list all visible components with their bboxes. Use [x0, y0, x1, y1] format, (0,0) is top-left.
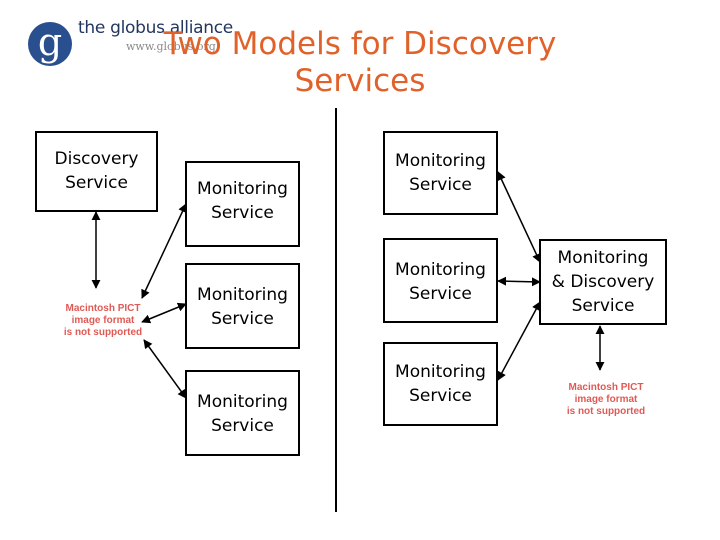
left-monitor-label-3: Monitoring Service — [197, 392, 288, 436]
discovery-service-box: Discovery Service — [35, 131, 158, 212]
arrow-pict-to-monitor-1 — [141, 203, 187, 299]
monitoring-discovery-label: Monitoring & Discovery Service — [551, 248, 655, 316]
right-monitor-box-1: Monitoring Service — [383, 131, 498, 215]
pict-placeholder-right: Macintosh PICT image format is not suppo… — [566, 382, 646, 417]
discovery-service-label: Discovery Service — [54, 149, 139, 193]
left-monitor-box-3: Monitoring Service — [185, 370, 300, 456]
slide-title: Two Models for Discovery Services — [163, 26, 557, 99]
left-monitor-label-1: Monitoring Service — [197, 179, 288, 223]
monitoring-discovery-service-box: Monitoring & Discovery Service — [539, 239, 667, 325]
arrow-monitor-1-to-combined — [497, 171, 541, 263]
globus-logo: g the globus alliance www.globus.org — [0, 0, 720, 80]
logo-url: www.globus.org — [126, 40, 216, 53]
arrow-pict-to-monitor-3 — [143, 339, 187, 399]
arrow-monitor-3-to-combined — [497, 301, 541, 381]
logo-name: the globus alliance — [78, 18, 233, 38]
right-monitor-box-2: Monitoring Service — [383, 238, 498, 323]
globus-g-icon: g — [28, 22, 72, 66]
right-monitor-label-1: Monitoring Service — [395, 151, 486, 195]
right-monitor-label-3: Monitoring Service — [395, 362, 486, 406]
right-monitor-box-3: Monitoring Service — [383, 342, 498, 426]
arrow-pict-to-monitor-2 — [141, 302, 187, 324]
pict-placeholder-left: Macintosh PICT image format is not suppo… — [63, 303, 143, 338]
right-monitor-label-2: Monitoring Service — [395, 260, 486, 304]
left-monitor-box-1: Monitoring Service — [185, 161, 300, 247]
left-monitor-label-2: Monitoring Service — [197, 285, 288, 329]
arrow-monitor-2-to-combined — [497, 276, 541, 287]
left-monitor-box-2: Monitoring Service — [185, 263, 300, 349]
